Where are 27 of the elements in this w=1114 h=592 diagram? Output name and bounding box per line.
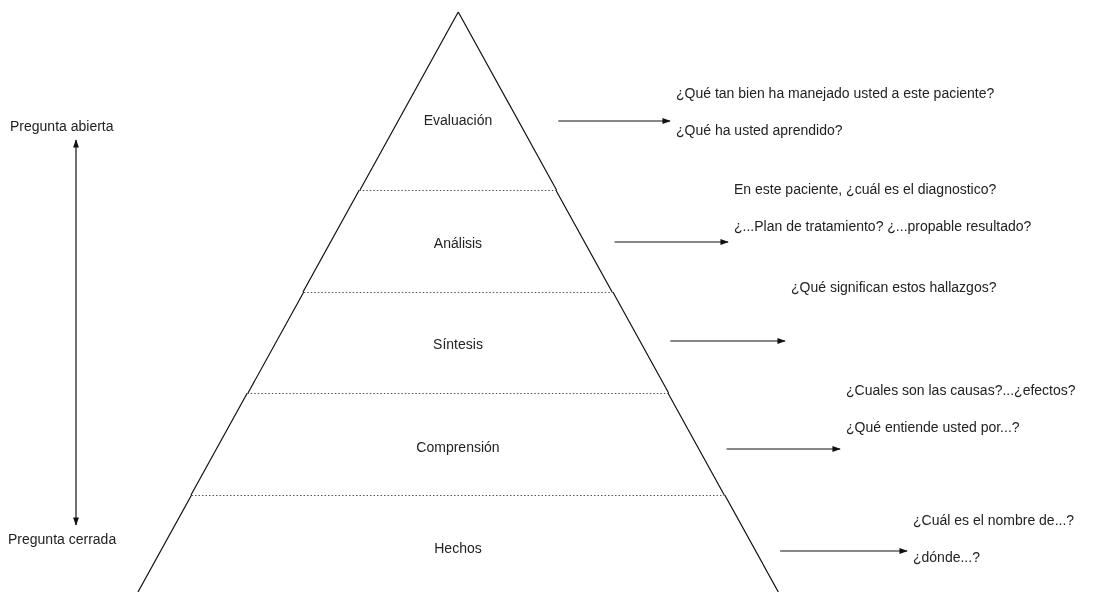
question-text: ¿Cuales son las causas?...¿efectos? [846, 381, 1076, 399]
pyramid-level [359, 12, 557, 190]
scale-label: Pregunta abierta [10, 118, 114, 134]
question-text: ¿Qué ha usted aprendido? [676, 121, 844, 139]
arrow [726, 446, 841, 452]
level-label: Comprensión [415, 439, 501, 455]
scale-label: Pregunta cerrada [8, 531, 117, 547]
question-text: ¿...Plan de tratamiento? ¿...propable resultado? [734, 217, 1032, 235]
level-label: Análisis [432, 235, 484, 251]
arrow [779, 548, 908, 554]
question-text: ¿Qué entiende usted por...? [846, 418, 1021, 436]
arrow [613, 239, 729, 245]
pyramid-level [137, 495, 779, 592]
arrow [73, 139, 79, 526]
arrow [669, 338, 786, 344]
level-label: Síntesis [432, 336, 484, 352]
pyramid-level [247, 292, 669, 393]
pyramid-level [191, 393, 725, 495]
level-label: Evaluación [422, 112, 494, 128]
pyramid-level [303, 190, 613, 292]
level-label: Hechos [433, 540, 483, 556]
question-text: ¿Cuál es el nombre de...? [913, 511, 1075, 529]
arrow [557, 118, 671, 124]
question-text: ¿Qué tan bien ha manejado usted a este paciente? [676, 84, 995, 102]
question-text: ¿Qué significan estos hallazgos? [791, 278, 997, 296]
question-text: ¿dónde...? [913, 548, 981, 566]
question-text: En este paciente, ¿cuál es el diagnostico? [734, 180, 998, 198]
